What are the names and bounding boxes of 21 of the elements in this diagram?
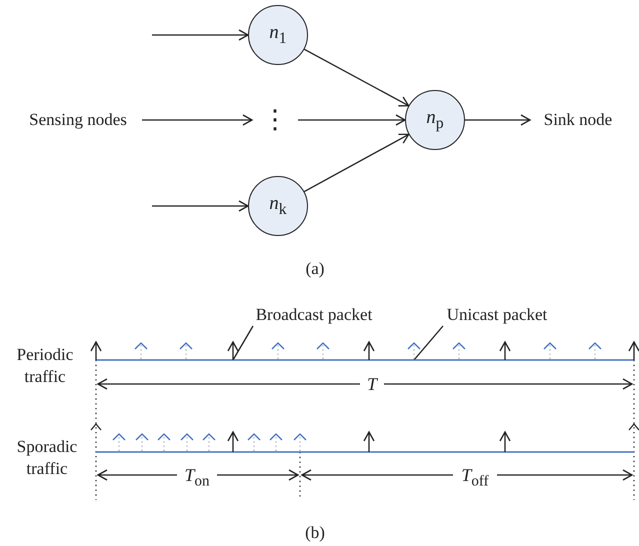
arrow [298,114,406,126]
panel-label: (a) [304,258,326,280]
node-label: Broadcast packet [250,304,378,326]
arrow [304,48,410,106]
node-label: ⋮ [252,100,298,140]
node-label: Sensing nodes [14,108,142,132]
node-label: Unicast packet [440,304,554,326]
node-label: n$_{1}$ [269,22,287,48]
arrow [142,114,253,126]
leader-line [414,326,444,360]
node-label: n$_{k}$ [269,193,287,219]
node-label: Sink node [530,108,626,132]
arrow [152,29,249,41]
arrow [152,200,249,212]
arrow [304,134,410,192]
row-label: Periodic traffic [16,344,74,388]
arrow [465,114,531,126]
leader-line [232,326,254,360]
row-label: Sporadic traffic [16,436,78,480]
panel-label: (b) [304,522,326,544]
node-label: n$_{p}$ [426,107,444,133]
